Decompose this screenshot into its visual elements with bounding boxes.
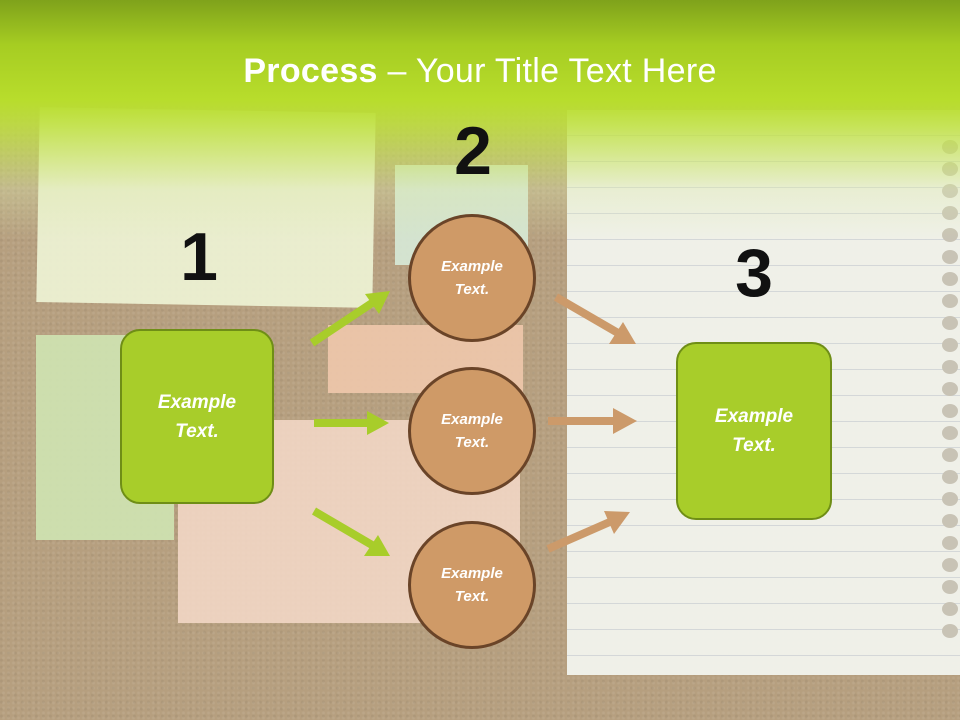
step-2-circle-1: Example Text. bbox=[408, 214, 536, 342]
header-band bbox=[0, 0, 960, 240]
circle-label: Example Text. bbox=[441, 411, 503, 451]
title-bold: Process bbox=[243, 52, 378, 90]
circle-label: Example Text. bbox=[441, 565, 503, 605]
step-3-box: Example Text. bbox=[676, 342, 832, 520]
step-number-1: 1 bbox=[180, 219, 218, 295]
arrow-brown-right bbox=[548, 408, 637, 434]
circle-label: Example Text. bbox=[441, 258, 503, 298]
step-number-2: 2 bbox=[454, 113, 492, 189]
slide-title: Process – Your Title Text Here bbox=[0, 52, 960, 91]
title-rest: – Your Title Text Here bbox=[377, 52, 717, 90]
arrow-brown-up bbox=[546, 511, 630, 553]
step-3-label: Example Text. bbox=[714, 406, 794, 456]
arrow-green-right bbox=[314, 411, 389, 435]
arrow-green-down bbox=[311, 507, 390, 556]
arrow-brown-down bbox=[553, 293, 636, 344]
step-1-label: Example Text. bbox=[157, 391, 237, 442]
step-2-circle-3: Example Text. bbox=[408, 521, 536, 649]
arrow-green-up bbox=[309, 291, 390, 347]
step-number-3: 3 bbox=[735, 235, 773, 311]
step-1-box: Example Text. bbox=[120, 329, 274, 504]
step-2-circle-2: Example Text. bbox=[408, 367, 536, 495]
